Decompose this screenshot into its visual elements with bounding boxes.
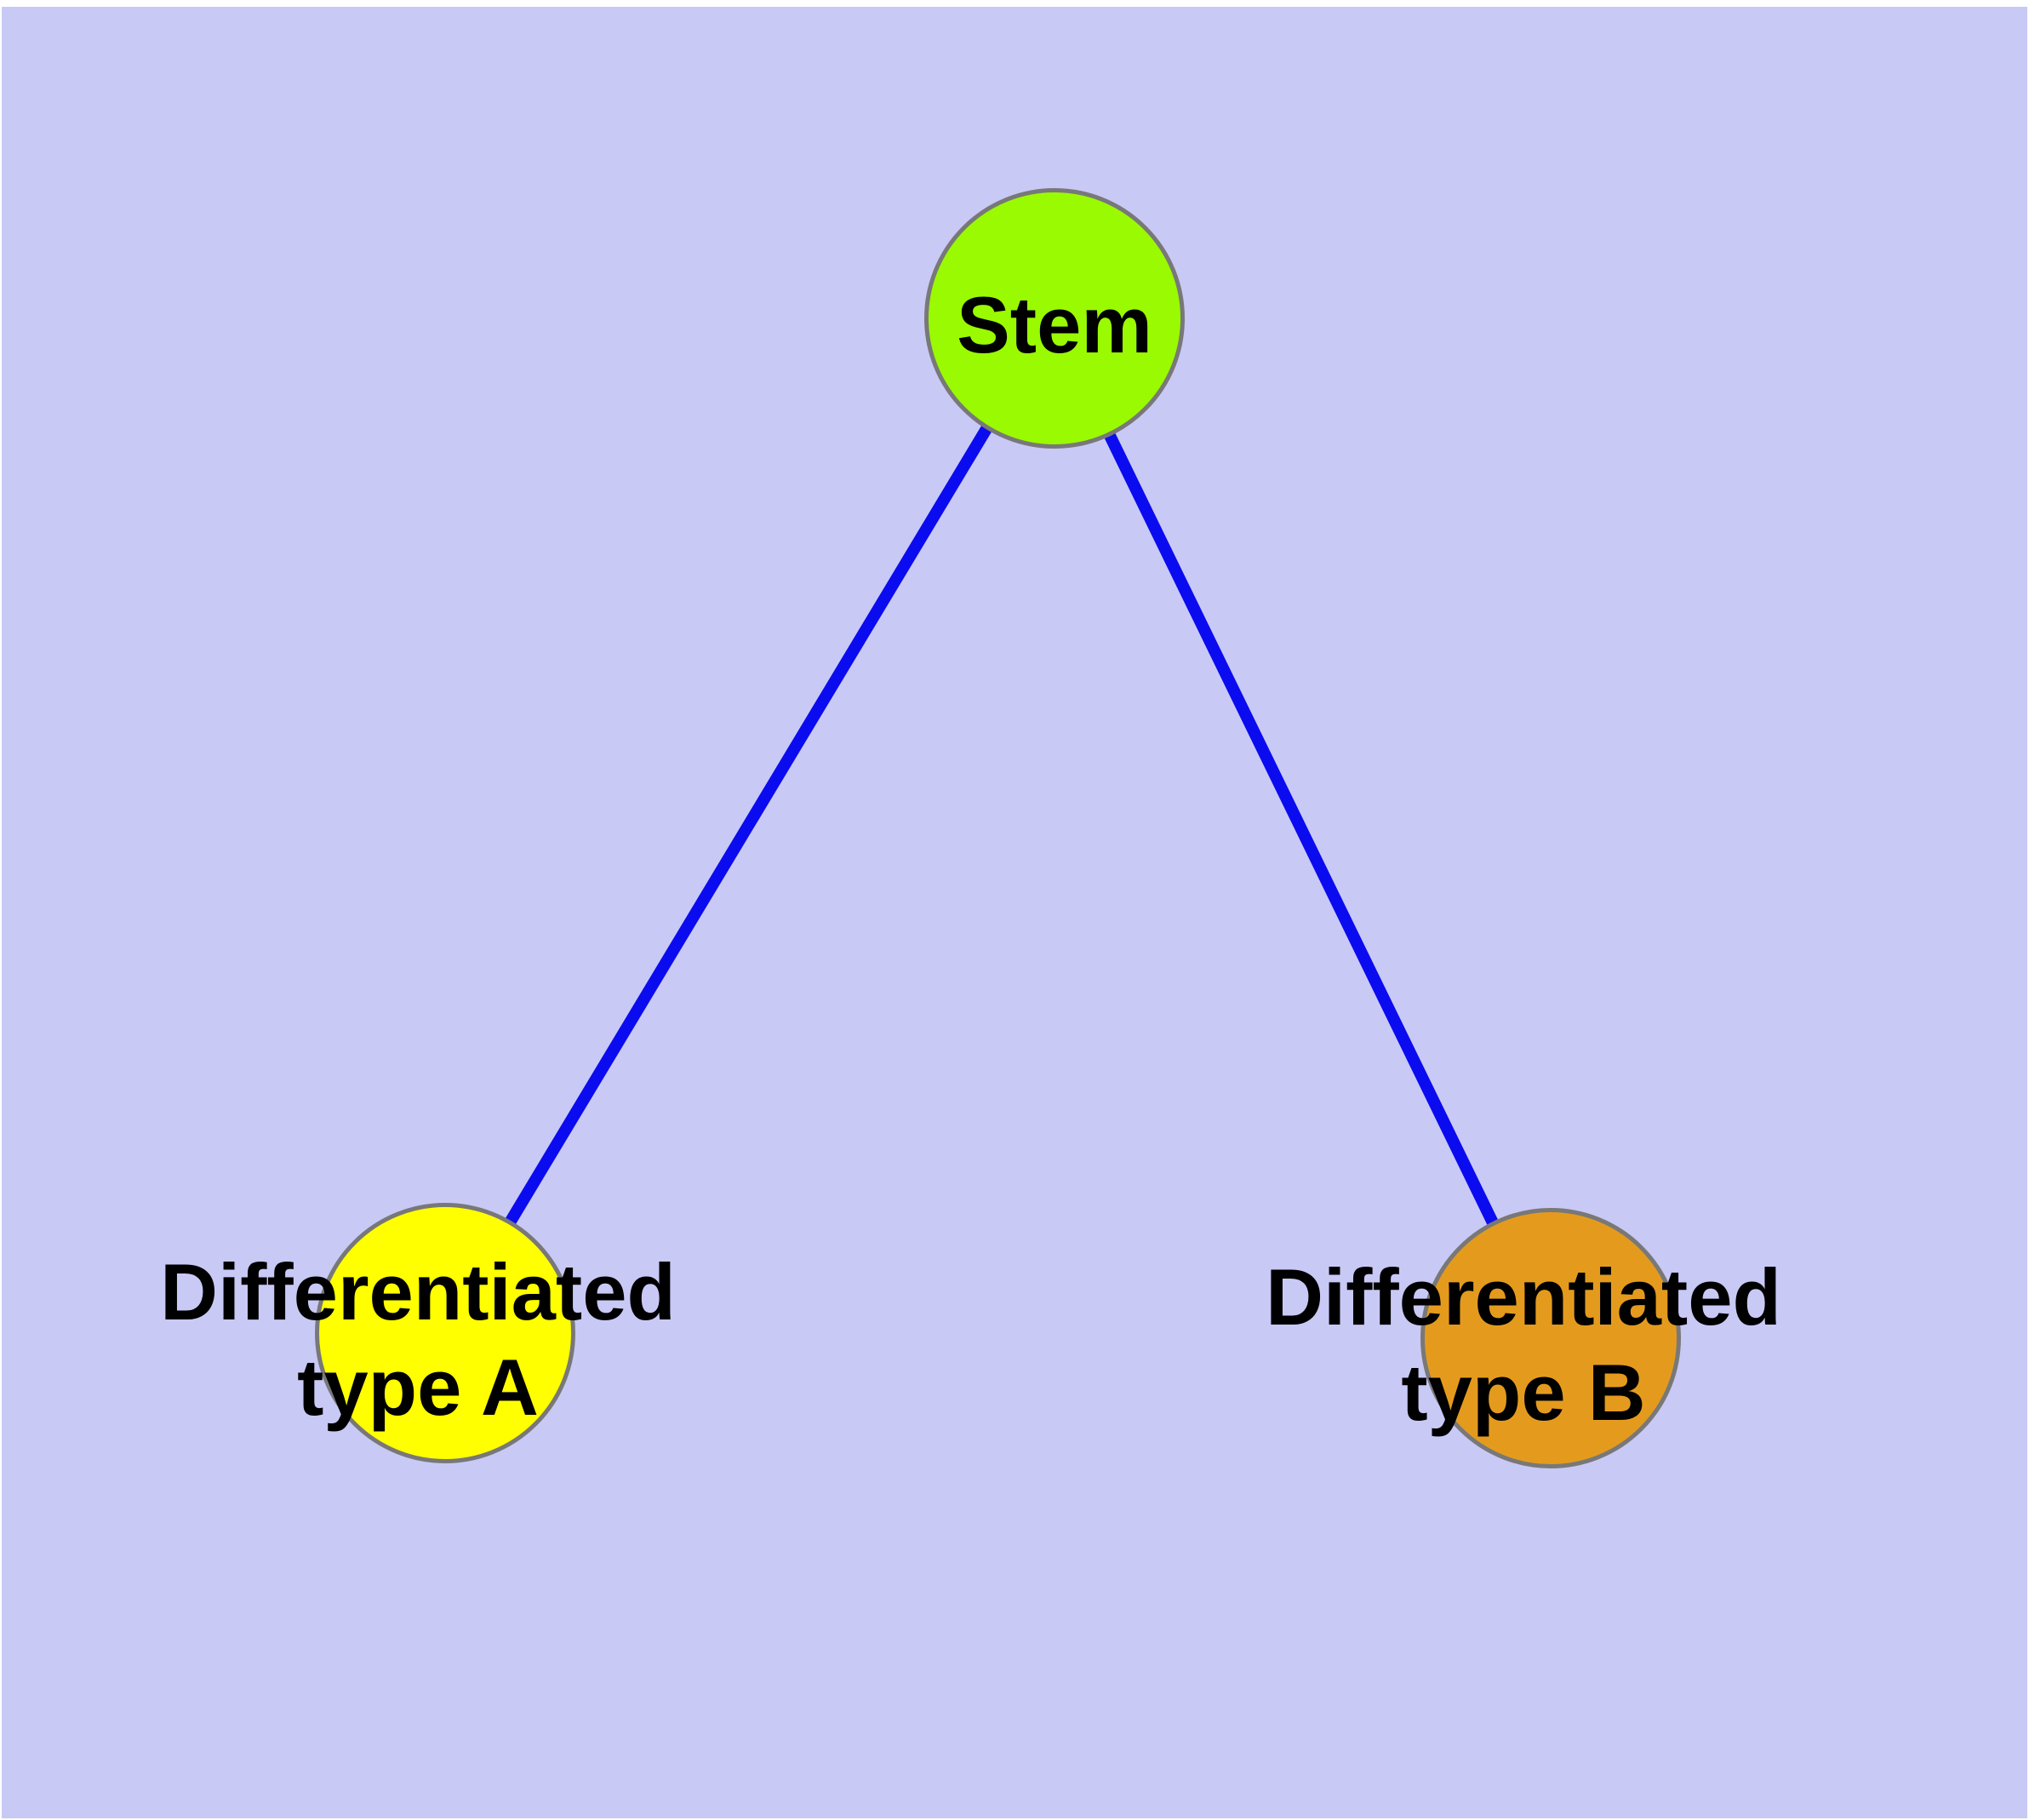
node-differentiated-type-b [1420,1208,1681,1468]
edge-stem-to-type-b [1047,315,1555,1342]
edge-layer [437,315,1555,1342]
node-differentiated-type-a [315,1203,575,1463]
node-label-stem: Stem [957,280,1152,369]
node-label-differentiated-type-a: Differentiated type A [160,1247,676,1432]
node-label-differentiated-type-b: Differentiated type B [1266,1252,1781,1437]
edge-stem-to-type-a [437,315,1059,1336]
node-stem [924,188,1185,449]
diagram-canvas: Stem Differentiated type A Differentiate… [2,7,2027,1818]
